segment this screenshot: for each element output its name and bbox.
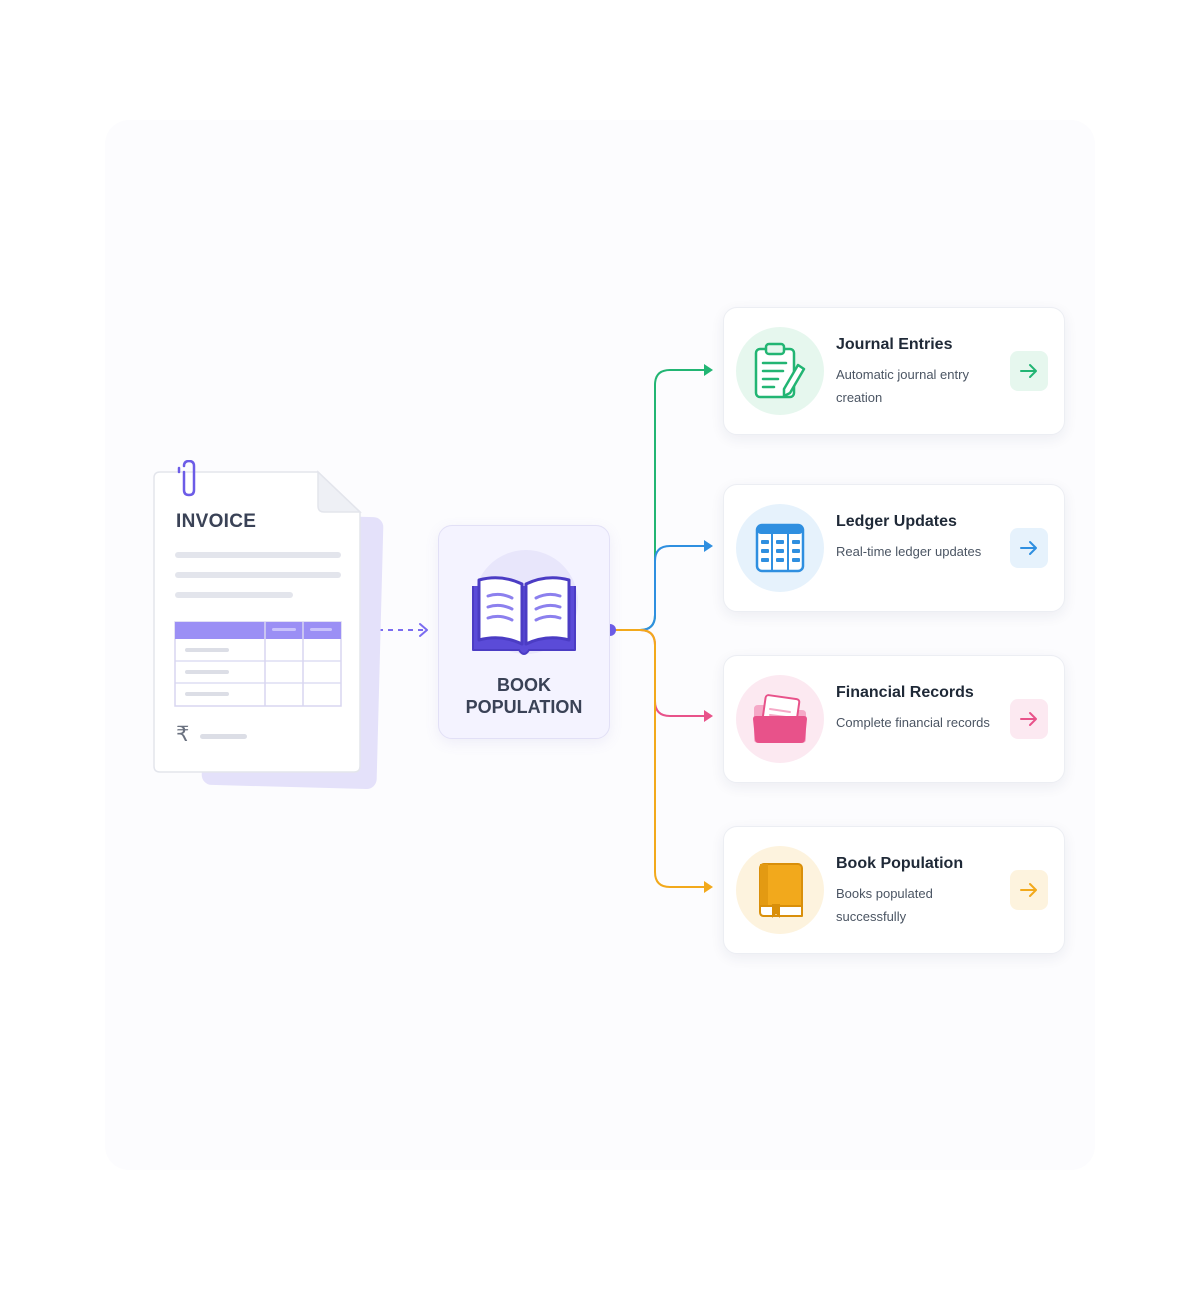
connector-financial-records	[610, 629, 706, 717]
card-book-population[interactable]: Book Population Books populated successf…	[723, 826, 1065, 954]
connector-journal-entries	[610, 369, 706, 631]
arrow-right-icon	[1020, 364, 1037, 378]
invoice-text-line	[175, 552, 341, 558]
arrow-right-button[interactable]	[1010, 528, 1048, 568]
arrow-right-button[interactable]	[1010, 699, 1048, 739]
arrow-right-icon	[1020, 883, 1037, 897]
invoice-to-hub-arrowhead	[419, 623, 428, 637]
arrowhead-ledger-updates	[704, 540, 713, 552]
arrowhead-financial-records	[704, 710, 713, 722]
invoice-total-line	[200, 734, 247, 739]
card-icon-badge	[736, 846, 824, 934]
card-description: Automatic journal entry creation	[836, 367, 969, 405]
arrowhead-book-population	[704, 881, 713, 893]
connector-ledger-updates	[610, 545, 706, 631]
arrow-right-button[interactable]	[1010, 351, 1048, 391]
hub-label: BOOK POPULATION	[439, 674, 609, 718]
hub-label-line1: BOOK	[497, 675, 551, 695]
arrowhead-journal-entries	[704, 364, 713, 376]
card-title: Journal Entries	[836, 336, 953, 353]
hub-label-line2: POPULATION	[465, 697, 583, 717]
connector-book-population	[610, 629, 706, 888]
card-description: Books populated successfully	[836, 886, 933, 924]
closed-book-icon	[759, 863, 803, 918]
card-icon-badge	[736, 327, 824, 415]
arrow-right-icon	[1020, 712, 1037, 726]
invoice-table	[174, 621, 342, 707]
rupee-icon: ₹	[176, 722, 190, 746]
card-title: Financial Records	[836, 684, 974, 701]
book-population-hub: BOOK POPULATION	[438, 525, 610, 739]
arrow-right-button[interactable]	[1010, 870, 1048, 910]
card-description: Real-time ledger updates	[836, 544, 982, 559]
card-journal-entries[interactable]: Journal Entries Automatic journal entry …	[723, 307, 1065, 435]
invoice-text-line	[175, 592, 293, 598]
invoice-document	[153, 470, 362, 773]
card-title: Book Population	[836, 855, 964, 872]
card-ledger-updates[interactable]: Ledger Updates Real-time ledger updates	[723, 484, 1065, 612]
card-financial-records[interactable]: Financial Records Complete financial rec…	[723, 655, 1065, 783]
arrow-right-icon	[1020, 541, 1037, 555]
paperclip-icon	[177, 460, 196, 497]
card-title: Ledger Updates	[836, 513, 957, 530]
invoice-title: INVOICE	[176, 511, 257, 532]
card-icon-badge	[736, 504, 824, 592]
card-icon-badge	[736, 675, 824, 763]
card-description: Complete financial records	[836, 715, 990, 730]
clipboard-pencil-icon	[754, 342, 806, 399]
invoice-text-line	[175, 572, 341, 578]
ledger-table-icon	[755, 523, 805, 573]
folder-icon	[753, 694, 807, 743]
open-book-icon	[472, 576, 576, 655]
